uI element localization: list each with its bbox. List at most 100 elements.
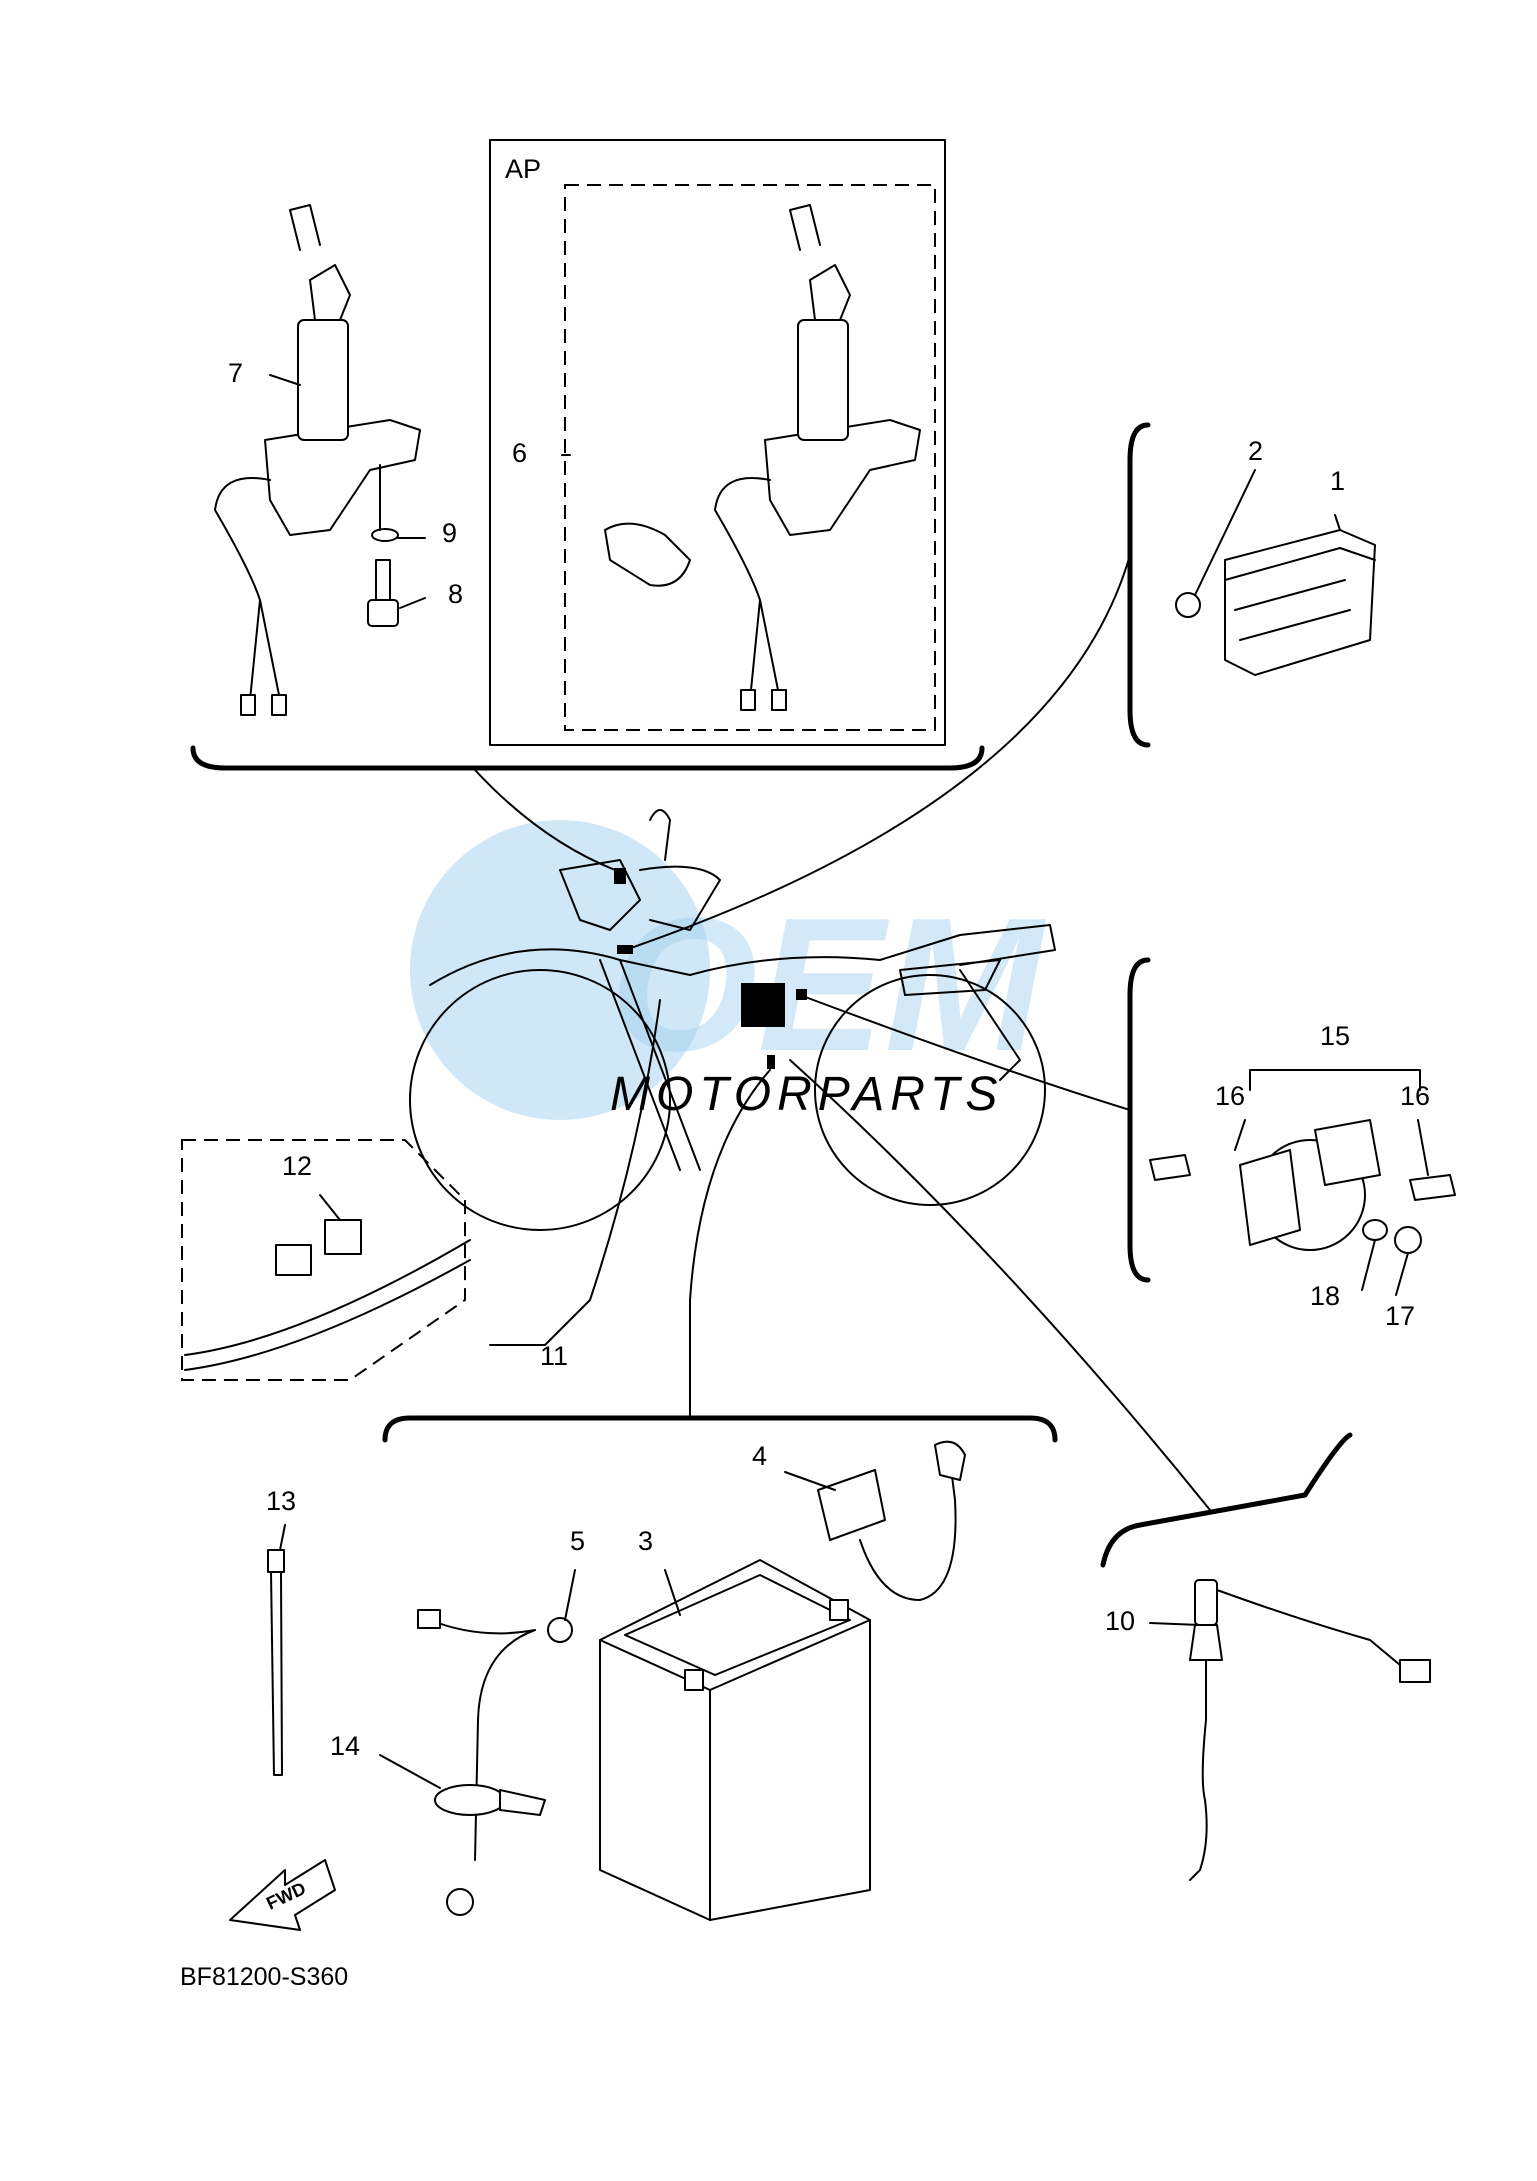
seat-lock: [604, 522, 691, 587]
mirror: [649, 809, 671, 861]
ring-terminal-5: [547, 1617, 573, 1643]
terminal-neg: [684, 1669, 704, 1691]
main-switch-wires: [214, 477, 281, 701]
brake-switch-body: [1194, 1579, 1218, 1626]
plug-a: [240, 694, 256, 716]
brake-switch-connector: [1399, 1659, 1431, 1683]
leader-3: [664, 1569, 681, 1616]
terminal-pos: [829, 1599, 849, 1621]
washer-18: [1362, 1219, 1388, 1241]
nut-17: [1394, 1226, 1422, 1254]
bolt-8-shank: [375, 559, 391, 606]
motorcycle-outline: [409, 809, 1056, 1231]
main-switch-body: [264, 419, 421, 536]
battery-top: [624, 1574, 851, 1676]
ap-box-frame: [489, 139, 946, 746]
leader-10: [1149, 1622, 1201, 1626]
brake-switch-nut: [1189, 1624, 1223, 1661]
bracket-bottom-right: [1100, 1432, 1353, 1568]
callout-8: 8: [448, 579, 463, 609]
harness-dashed-box: [181, 1139, 466, 1381]
set-switch-wires: [714, 477, 781, 701]
watermark: OEM MOTORPARTS: [410, 820, 1047, 1121]
ap-box-dashed: [564, 184, 936, 731]
fwd-arrow: FWD: [229, 1859, 336, 1931]
relay-bracket: [1239, 1149, 1301, 1246]
watermark-subtitle: MOTORPARTS: [610, 1068, 1003, 1121]
callout-11: 11: [540, 1341, 568, 1371]
bracket-top-left: [190, 745, 985, 771]
callout-3: 3: [638, 1526, 653, 1556]
leaders-5-14: [379, 1569, 576, 1789]
main-switch: [214, 204, 426, 716]
bracket-15: [1249, 1069, 1421, 1091]
leader-12: [319, 1194, 341, 1221]
key-tip: [289, 204, 321, 251]
callout-12: 12: [282, 1151, 312, 1181]
side-cover: [899, 959, 1001, 996]
bolt-8-head: [367, 599, 399, 627]
callout-16-right: 16: [1400, 1081, 1430, 1111]
callout-14: 14: [330, 1731, 360, 1761]
fuse-left: [1149, 1154, 1191, 1181]
brake-switch-wire: [1216, 1589, 1401, 1666]
watermark-globe: [410, 820, 710, 1120]
harness-bundle: [184, 1239, 471, 1356]
callout-18: 18: [1310, 1281, 1340, 1311]
key: [309, 264, 351, 321]
rear-wheel: [814, 974, 1046, 1206]
callout-16-left: 16: [1215, 1081, 1245, 1111]
harness-box: [181, 1139, 471, 1381]
set-plug-a: [740, 689, 756, 711]
leader-flasher: [799, 994, 1131, 1111]
callouts: 1 2 3 4 5 6 7 8 9 10 11 12 13 14 15 16 1…: [228, 358, 1430, 1761]
callout-17: 17: [1385, 1301, 1415, 1331]
ap-box: AP: [489, 139, 946, 746]
callout-4: 4: [752, 1441, 767, 1471]
callout-1: 1: [1330, 466, 1345, 496]
rectifier-fins: [1224, 547, 1376, 641]
callout-6: 6: [512, 438, 527, 468]
set-switch-body: [764, 419, 921, 536]
set-key: [809, 264, 851, 321]
brake-switch-location: [767, 1055, 775, 1069]
watermark-brand: OEM: [610, 879, 1047, 1091]
bracket-right-mid: [1127, 957, 1151, 1283]
rectifier-regulator: [1175, 469, 1376, 676]
ap-label: AP: [505, 154, 541, 184]
terminal-boot: [934, 1440, 966, 1481]
main-switch-set: [604, 204, 921, 711]
battery: [599, 1559, 871, 1921]
callout-2: 2: [1248, 436, 1263, 466]
connector-12: [324, 1219, 362, 1255]
frame-top: [429, 924, 1056, 986]
brake-switch: [1149, 1579, 1431, 1881]
leaders-2-1: [1194, 469, 1341, 596]
leader-main-switch: [474, 769, 616, 871]
callout-13: 13: [266, 1486, 296, 1516]
band-tab: [499, 1789, 546, 1816]
set-switch-barrel: [797, 319, 849, 441]
starter-relay: [784, 1440, 966, 1601]
ground-lead-group: [379, 1569, 576, 1916]
harness-bundle-b: [184, 1259, 471, 1371]
leader-13: [279, 1524, 286, 1551]
callout-9: 9: [442, 518, 457, 548]
ring-terminal-end: [446, 1888, 474, 1916]
cable-tie: [267, 1524, 286, 1776]
leader-battery: [689, 1069, 771, 1419]
ground-lead-plug: [417, 1609, 441, 1629]
rear-frame: [959, 969, 1021, 1081]
leader-harness: [489, 999, 661, 1346]
connector-housing: [275, 1244, 312, 1276]
diagram-code: BF81200-S360: [180, 1963, 348, 1991]
battery-edges: [599, 1619, 871, 1921]
starter-relay-lead: [859, 1459, 957, 1601]
fuel-tank: [639, 865, 721, 931]
callout-10: 10: [1105, 1606, 1135, 1636]
front-wheel: [409, 969, 671, 1231]
brake-spring: [1189, 1659, 1208, 1881]
washer-9: [371, 528, 399, 542]
ground-lead-wire: [429, 1619, 536, 1861]
leader-brake-switch: [789, 1059, 1211, 1511]
